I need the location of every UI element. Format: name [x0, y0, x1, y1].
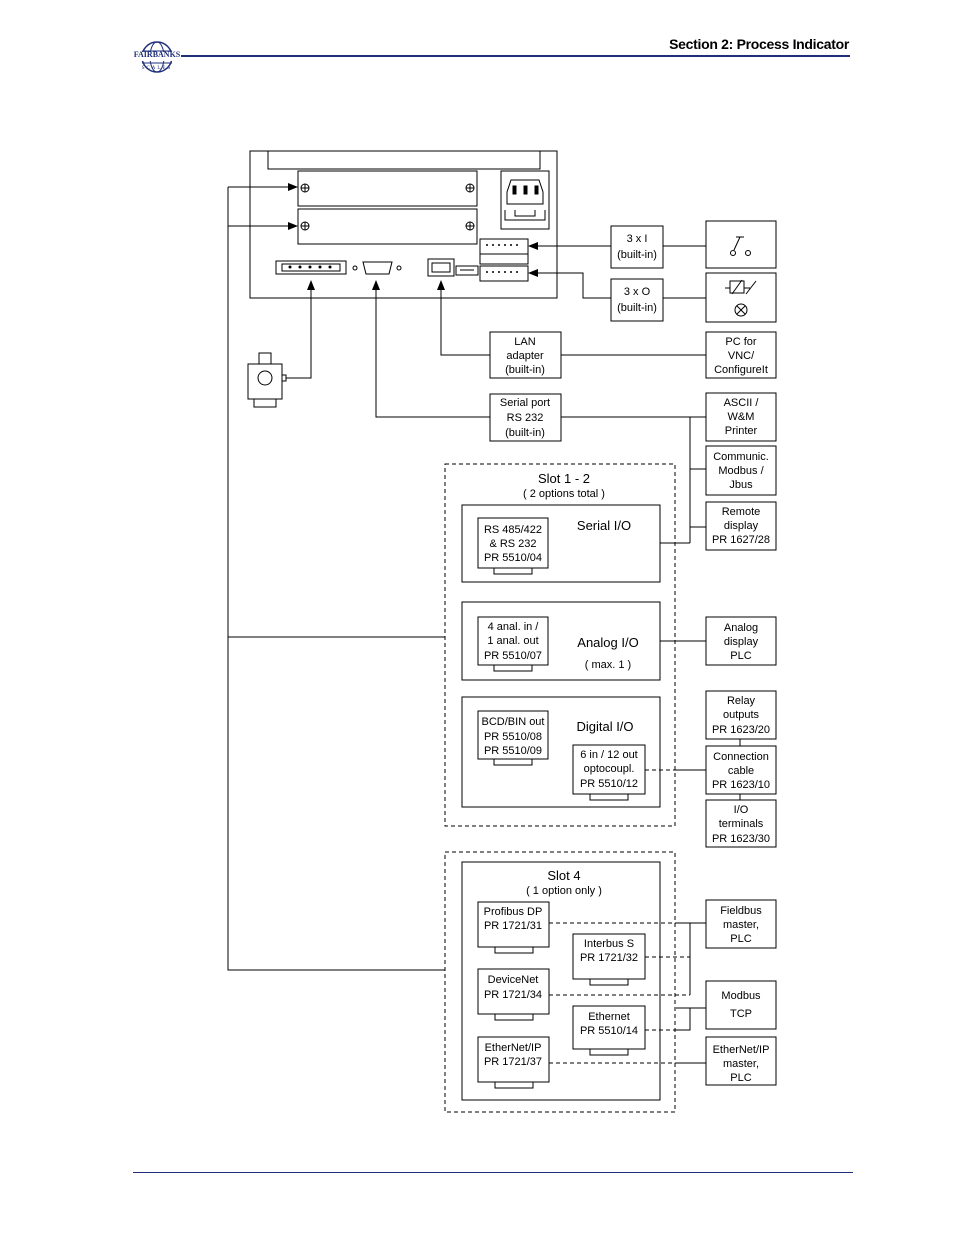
lan-box-l1: LAN [514, 336, 535, 348]
globe-icon [133, 41, 181, 73]
option-slot-1 [297, 170, 478, 207]
outputs-box-l1: 3 x O [624, 286, 651, 298]
input-terminal [479, 238, 529, 255]
devicenet-l1: DeviceNet [488, 974, 539, 986]
relay-l1: Relay [727, 695, 756, 707]
pc-box-l2: VNC/ [728, 350, 755, 362]
slot12-group [444, 463, 676, 827]
profibus-l1: Profibus DP [484, 906, 543, 918]
opto-card-l1: 6 in / 12 out [580, 749, 638, 761]
fieldbus-l3: PLC [730, 933, 751, 945]
footer-rule [133, 1172, 853, 1173]
analog-card-l1: 4 anal. in / [488, 621, 540, 633]
header-rule [178, 55, 850, 57]
ethernet-l2: PR 5510/14 [580, 1025, 638, 1037]
logo-text: FAIRBANKS [133, 50, 181, 59]
bcd-card-l2: PR 5510/08 [484, 731, 542, 743]
ethernet-l1: Ethernet [588, 1011, 630, 1023]
section-title: Section 2: Process Indicator [669, 36, 849, 52]
analog-card-l3: PR 5510/07 [484, 650, 542, 662]
option-slot-2 [297, 208, 478, 245]
ethernetip-l2: PR 1721/37 [484, 1056, 542, 1068]
io-terminals-l3: PR 1623/30 [712, 833, 770, 845]
analog-display-l1: Analog [724, 622, 758, 634]
rs485-l1: RS 485/422 [484, 524, 542, 536]
bcd-card-l3: PR 5510/09 [484, 745, 542, 757]
pc-box-l3: ConfigureIt [714, 364, 768, 376]
cable-l3: PR 1623/10 [712, 779, 770, 791]
serial-box-l1: Serial port [500, 397, 550, 409]
devicenet-l2: PR 1721/34 [484, 989, 542, 1001]
relay-l2: outputs [723, 709, 760, 721]
power-inlet [500, 170, 550, 230]
serial-box-l2: RS 232 [507, 412, 544, 424]
analog-io-module [461, 601, 661, 681]
modbus-jbus-l3: Jbus [729, 479, 753, 491]
ethernetip-master-l2: master, [723, 1058, 759, 1070]
io-terminals-l2: terminals [719, 818, 764, 830]
ethernetip-master-l3: PLC [730, 1072, 751, 1084]
serial-io-label: Serial I/O [577, 518, 631, 533]
rs485-l2: & RS 232 [489, 538, 536, 550]
lan-connector [427, 258, 455, 277]
slot4-group [444, 851, 676, 1113]
fieldbus-l1: Fieldbus [720, 905, 762, 917]
rs485-l3: PR 5510/04 [484, 552, 542, 564]
pc-box-l1: PC for [725, 336, 757, 348]
remote-display-l2: display [724, 520, 759, 532]
digital-io-module [461, 696, 661, 808]
remote-display-l3: PR 1627/28 [712, 534, 770, 546]
modbus-tcp-l1: Modbus [721, 990, 761, 1002]
ethernetip-l1: EtherNet/IP [485, 1042, 542, 1054]
printer-box-l2: W&M [728, 411, 755, 423]
slot12-title: Slot 1 - 2 [538, 471, 590, 486]
slot4-module [461, 861, 661, 1101]
printer-box-l1: ASCII / [724, 397, 760, 409]
modbus-jbus-l2: Modbus / [718, 465, 764, 477]
analog-card-l2: 1 anal. out [487, 635, 538, 647]
io-terminals-l1: I/O [734, 804, 749, 816]
serial-io-module [461, 504, 661, 583]
remote-display-l1: Remote [722, 506, 761, 518]
serial-box-l3: (built-in) [505, 427, 545, 439]
slot12-subtitle: ( 2 options total ) [523, 488, 605, 500]
lan-box-l2: adapter [506, 350, 544, 362]
profibus-l2: PR 1721/31 [484, 920, 542, 932]
analog-display-l3: PLC [730, 650, 751, 662]
interbus-l2: PR 1721/32 [580, 952, 638, 964]
relay-l3: PR 1623/20 [712, 724, 770, 736]
inputs-box-l2: (built-in) [617, 249, 657, 261]
bcd-card-l1: BCD/BIN out [482, 716, 545, 728]
panel-top-lip [267, 150, 541, 170]
indicator-rear-panel [249, 150, 558, 299]
load-cell-icon [247, 352, 287, 408]
interbus-l1: Interbus S [584, 938, 634, 950]
fairbanks-logo: FAIRBANKS SCALES [131, 40, 183, 74]
analog-io-label: Analog I/O [577, 635, 638, 650]
analog-display-l2: display [724, 636, 759, 648]
opto-card-l2: optocoupl. [584, 763, 635, 775]
logo-subtext: SCALES [141, 66, 173, 71]
output-terminal [479, 265, 529, 282]
modbus-jbus-l1: Communic. [713, 451, 769, 463]
inputs-box-l1: 3 x I [627, 233, 648, 245]
ethernetip-master-l1: EtherNet/IP [713, 1044, 770, 1056]
relay-lamp-icon [725, 279, 757, 317]
loadcell-connector [275, 260, 347, 275]
serial-connector [362, 261, 393, 275]
outputs-box-l2: (built-in) [617, 302, 657, 314]
slot4-subtitle: ( 1 option only ) [526, 885, 602, 897]
printer-box-l3: Printer [725, 425, 758, 437]
opto-card-l3: PR 5510/12 [580, 778, 638, 790]
lan-box-l3: (built-in) [505, 364, 545, 376]
fieldbus-l2: master, [723, 919, 759, 931]
digital-io-label: Digital I/O [576, 719, 633, 734]
modbus-tcp-l2: TCP [730, 1008, 752, 1020]
cable-l2: cable [728, 765, 754, 777]
analog-io-note: ( max. 1 ) [585, 659, 631, 671]
switch-icon [730, 236, 751, 256]
cable-l1: Connection [713, 751, 769, 763]
slot4-title: Slot 4 [547, 868, 580, 883]
